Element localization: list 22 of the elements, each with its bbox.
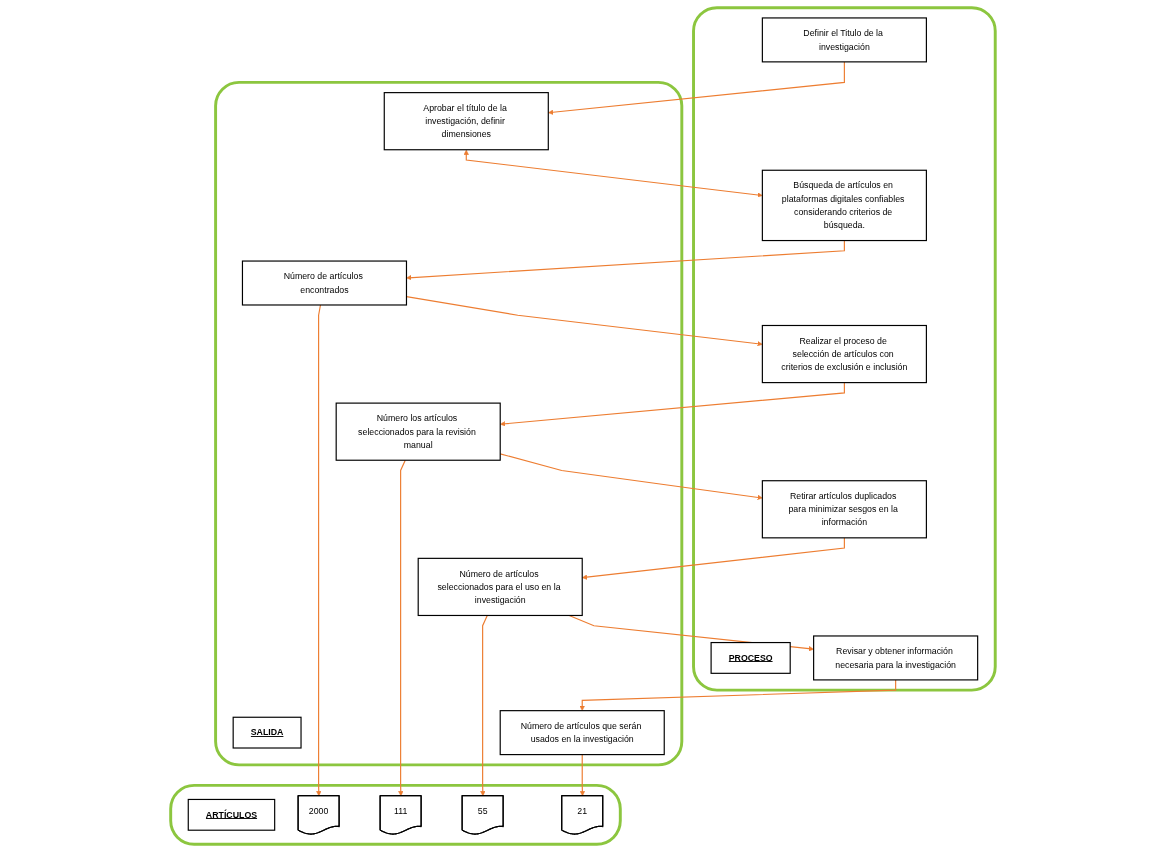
node-box: ARTÍCULOS [187, 798, 276, 831]
arrow [463, 149, 763, 198]
cluster [169, 783, 622, 846]
cluster [692, 6, 997, 692]
arrow [500, 382, 845, 427]
arrow [582, 537, 845, 580]
node-box: Número de artículos que serán usados en la investigación [499, 710, 665, 756]
node-box: Número de artículos seleccionados para el uso en la investigación [417, 557, 583, 617]
arrow [579, 679, 897, 711]
node-box: Definir el Titulo de la investigación [761, 17, 927, 63]
arrow [548, 61, 845, 115]
cluster [214, 80, 684, 767]
node-box: SALIDA [232, 716, 302, 749]
node-box: PROCESO [710, 641, 791, 674]
arrow [406, 239, 845, 281]
node-box: Número de artículos encontrados [241, 260, 408, 306]
node-box: Retirar artículos duplicados para minimizar sesgos en la información [761, 480, 927, 539]
node-box: Revisar y obtener información necesaria para la investigación [813, 635, 979, 681]
node-box: Realizar el proceso de selección de artículos con criterios de exclusión e inclusión [761, 324, 927, 384]
node-box: Aprobar el título de la investigación, definir dimensiones [383, 92, 549, 151]
node-box: Búsqueda de artículos en plataformas digitales confiables considerando criterios de búsqueda. [761, 169, 927, 242]
node-box: Número los artículos seleccionados para la revisión manual [335, 402, 501, 461]
